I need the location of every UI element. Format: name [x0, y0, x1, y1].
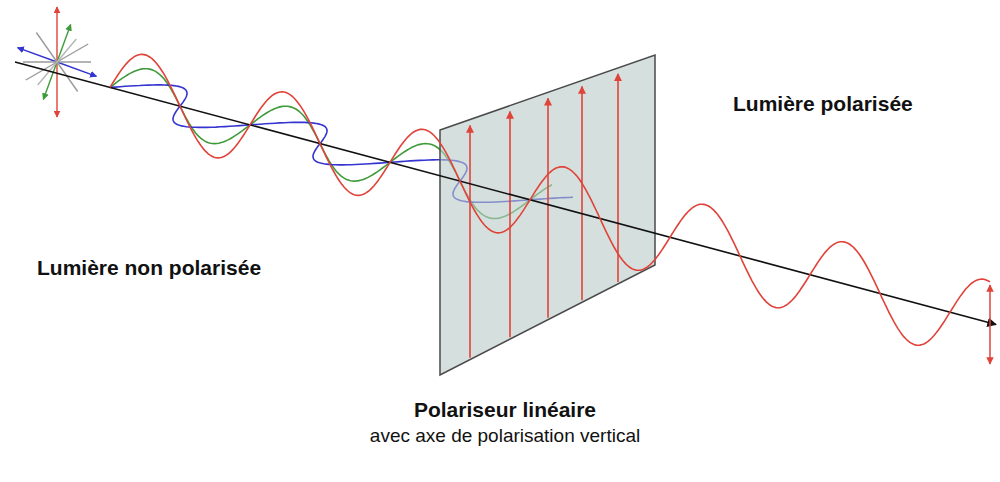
- polarization-ray: [36, 33, 57, 62]
- polarization-arrow: [989, 322, 991, 364]
- red-wave: [110, 54, 990, 345]
- polarizer-axis-line: [581, 86, 583, 300]
- polarization-arrow: [989, 285, 991, 322]
- polarization-star: [18, 7, 97, 117]
- polarization-ray: [57, 24, 71, 62]
- text-label: avec axe de polarisation vertical: [370, 425, 640, 447]
- text-label: Polariseur linéaire: [414, 398, 596, 422]
- polarizer-axis-line: [617, 74, 619, 282]
- polarized-wave: [110, 54, 990, 345]
- text-label: Lumière polarisée: [733, 92, 913, 116]
- polarization-ray: [57, 61, 91, 62]
- polarizer-axis-lines: [470, 74, 618, 358]
- polarization-ray: [38, 62, 57, 85]
- polarization-ray: [26, 62, 57, 80]
- polarization-ray: [57, 39, 76, 62]
- polarization-ray: [18, 48, 57, 62]
- polarization-ray: [56, 62, 57, 117]
- polarization-ray: [23, 61, 57, 62]
- propagation-axis: [15, 62, 996, 325]
- polarization-ray: [57, 44, 88, 62]
- polarization-ray: [43, 62, 57, 100]
- polarizer-axis-line: [469, 126, 471, 358]
- polarizer-axis-line: [509, 112, 511, 338]
- text-label: Lumière non polarisée: [37, 256, 261, 280]
- polarization-ray: [56, 7, 57, 62]
- polarizer-axis-line: [547, 98, 549, 317]
- polarizer-plate: [440, 55, 655, 375]
